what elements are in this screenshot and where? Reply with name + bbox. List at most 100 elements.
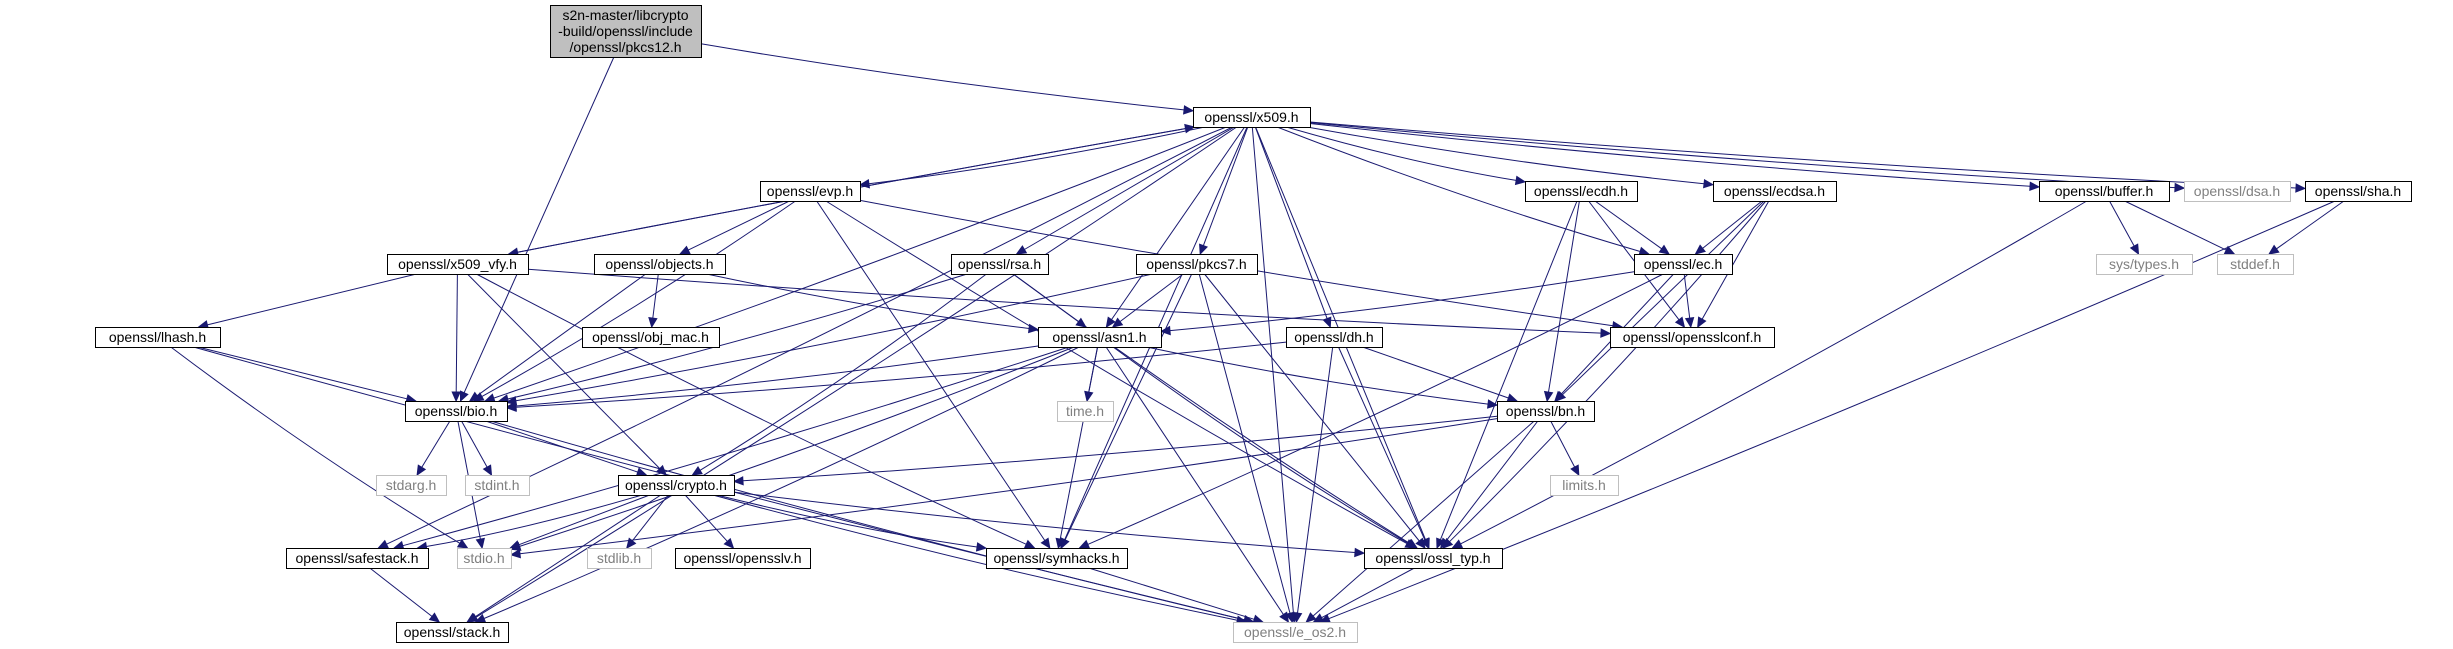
edge-line bbox=[475, 126, 1237, 618]
node-label: openssl/e_os2.h bbox=[1244, 624, 1346, 640]
edge-line bbox=[474, 494, 662, 618]
edge-arrowhead bbox=[2129, 243, 2140, 256]
node-bn[interactable]: openssl/bn.h bbox=[1497, 401, 1595, 422]
node-dh[interactable]: openssl/dh.h bbox=[1286, 327, 1383, 348]
edge-ecdh-to-bn bbox=[1543, 200, 1580, 403]
edge-objects-to-obj_mac bbox=[648, 273, 659, 329]
node-root[interactable]: s2n-master/libcrypto-build/openssl/inclu… bbox=[550, 5, 702, 58]
edge-arrowhead bbox=[2029, 181, 2041, 192]
edge-line bbox=[463, 56, 615, 394]
node-x509-vfy[interactable]: openssl/x509_vfy.h bbox=[387, 254, 529, 275]
edge-arrowhead bbox=[1570, 464, 1580, 477]
edge-arrowhead bbox=[1023, 539, 1036, 549]
node-label: stdint.h bbox=[474, 477, 519, 493]
node-box bbox=[594, 254, 726, 275]
node-symhacks[interactable]: openssl/symhacks.h bbox=[986, 548, 1128, 569]
node-opensslconf[interactable]: openssl/opensslconf.h bbox=[1610, 327, 1775, 348]
node-box bbox=[1057, 401, 1114, 422]
edge-line bbox=[527, 268, 1602, 334]
edge-line bbox=[1111, 126, 1246, 320]
node-box bbox=[2217, 254, 2294, 275]
edge-arrowhead bbox=[1199, 243, 1208, 256]
node-box bbox=[760, 181, 861, 202]
edge-line bbox=[1012, 273, 1410, 544]
node-box bbox=[1193, 107, 1311, 128]
node-label: openssl/symhacks.h bbox=[993, 550, 1119, 566]
edge-evp-to-objects bbox=[678, 200, 790, 255]
edge-line bbox=[490, 420, 1245, 621]
node-crypto[interactable]: openssl/crypto.h bbox=[618, 475, 735, 496]
edge-arrowhead bbox=[451, 391, 461, 403]
node-safestack[interactable]: openssl/safestack.h bbox=[286, 548, 429, 569]
edge-line bbox=[1146, 346, 1489, 405]
edge-line bbox=[699, 273, 987, 471]
node-label: stdlib.h bbox=[597, 550, 641, 566]
edge-bio-to-stdint bbox=[461, 420, 493, 477]
edge-line bbox=[1169, 271, 1635, 332]
edge-lhash-to-bio bbox=[197, 346, 417, 404]
edge-line bbox=[1251, 126, 1294, 614]
node-stack[interactable]: openssl/stack.h bbox=[396, 622, 509, 643]
edge-x509-to-sha bbox=[1309, 121, 2307, 193]
node-box bbox=[95, 327, 221, 348]
edge-line bbox=[519, 418, 1498, 555]
edge-arrowhead bbox=[1514, 175, 1527, 186]
edge-x509-to-dsa bbox=[1309, 122, 2186, 193]
node-evp[interactable]: openssl/evp.h bbox=[760, 181, 861, 202]
node-sha[interactable]: openssl/sha.h bbox=[2305, 181, 2412, 202]
edge-lhash-to-stdio bbox=[170, 346, 469, 549]
edge-line bbox=[1460, 200, 2088, 545]
edge-ecdsa-to-bn bbox=[1555, 200, 1765, 402]
edge-line bbox=[493, 126, 1227, 399]
edge-dh-to-ossl_typ bbox=[1338, 346, 1429, 550]
edge-arrowhead bbox=[1292, 612, 1303, 624]
edge-line bbox=[515, 341, 1287, 408]
edge-rsa-to-crypto bbox=[691, 273, 987, 476]
node-asn1[interactable]: openssl/asn1.h bbox=[1038, 327, 1162, 348]
edge-crypto-to-stdio bbox=[509, 494, 650, 550]
edge-line bbox=[816, 200, 1046, 541]
edge-arrowhead bbox=[1028, 323, 1040, 334]
edge-line bbox=[742, 415, 1498, 482]
edge-line bbox=[197, 346, 408, 400]
node-objects[interactable]: openssl/objects.h bbox=[594, 254, 726, 275]
edge-arrowhead bbox=[635, 467, 648, 477]
edge-objects-to-bio bbox=[468, 273, 646, 402]
edge-line bbox=[716, 494, 978, 548]
node-obj-mac[interactable]: openssl/obj_mac.h bbox=[582, 327, 720, 348]
node-ossl-typ[interactable]: openssl/ossl_typ.h bbox=[1364, 548, 1503, 569]
node-label: openssl/ec.h bbox=[1644, 256, 1723, 272]
edge-line bbox=[733, 491, 1356, 553]
node-box bbox=[618, 475, 735, 496]
node-box bbox=[1497, 401, 1595, 422]
node-label: openssl/obj_mac.h bbox=[592, 329, 709, 345]
node-pkcs7[interactable]: openssl/pkcs7.h bbox=[1136, 254, 1258, 275]
edge-line bbox=[483, 346, 1080, 619]
node-time: time.h bbox=[1057, 401, 1114, 422]
node-bio[interactable]: openssl/bio.h bbox=[405, 401, 508, 422]
edge-arrowhead bbox=[723, 537, 735, 549]
node-lhash[interactable]: openssl/lhash.h bbox=[95, 327, 221, 348]
edge-line bbox=[1198, 273, 1291, 614]
edge-line bbox=[631, 494, 669, 542]
node-buffer[interactable]: openssl/buffer.h bbox=[2039, 181, 2170, 202]
edge-line bbox=[1594, 200, 1662, 250]
node-x509[interactable]: openssl/x509.h bbox=[1193, 107, 1311, 128]
edge-crypto-to-safestack bbox=[416, 494, 643, 552]
node-ecdsa[interactable]: openssl/ecdsa.h bbox=[1713, 181, 1837, 202]
node-rsa[interactable]: openssl/rsa.h bbox=[951, 254, 1049, 275]
node-e-os2: openssl/e_os2.h bbox=[1233, 622, 1358, 643]
edge-arrowhead bbox=[1184, 123, 1196, 134]
node-ec[interactable]: openssl/ec.h bbox=[1634, 254, 1733, 275]
node-label: openssl/evp.h bbox=[767, 183, 853, 199]
node-label: openssl/ecdsa.h bbox=[1724, 183, 1825, 199]
node-opensslv[interactable]: openssl/opensslv.h bbox=[675, 548, 811, 569]
edge-crypto-to-symhacks bbox=[716, 494, 988, 552]
edge-line bbox=[519, 346, 1075, 547]
edge-rsa-to-bio bbox=[497, 273, 968, 404]
edge-line bbox=[1024, 126, 1235, 250]
node-ecdh[interactable]: openssl/ecdh.h bbox=[1525, 181, 1638, 202]
edge-line bbox=[1309, 121, 2297, 189]
node-label: -build/openssl/include bbox=[558, 23, 693, 39]
